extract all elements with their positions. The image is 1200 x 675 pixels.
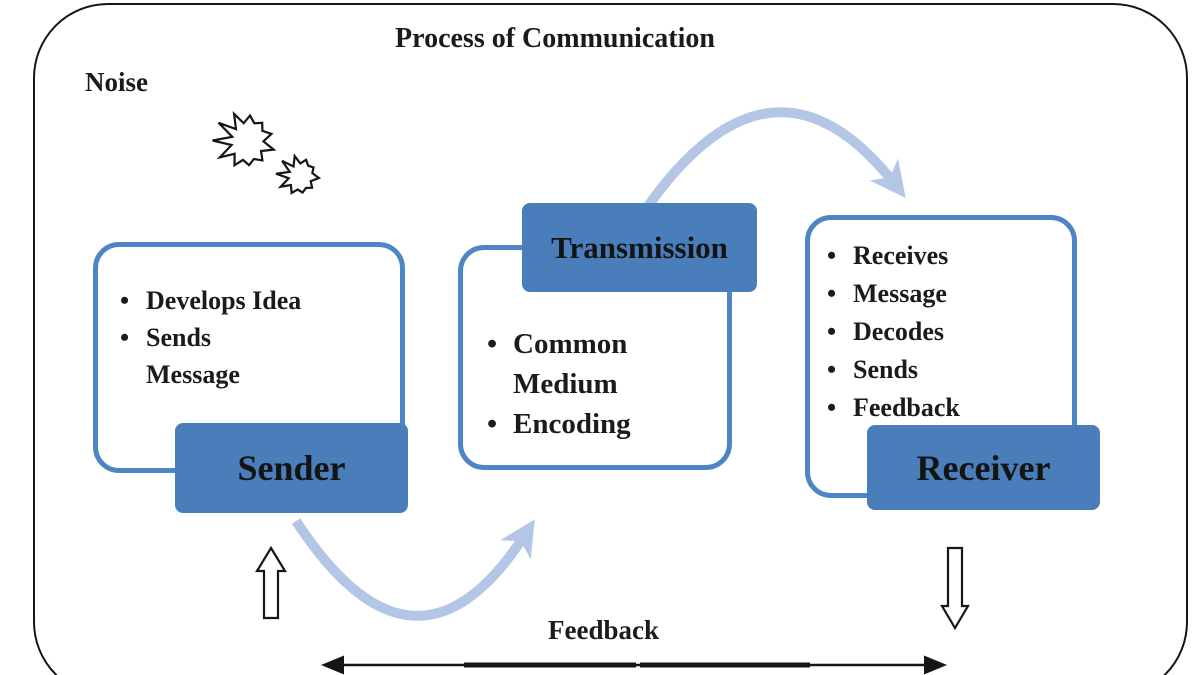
diagram-border — [33, 3, 1188, 675]
list-item: • Sends — [825, 351, 1065, 389]
bullet-icon: • — [120, 323, 130, 352]
bullet-icon: • — [487, 328, 498, 360]
feedback-label: Feedback — [548, 615, 659, 645]
bullet-icon: • — [827, 355, 837, 384]
transmission-to-receiver-curved-arrow-icon — [643, 107, 906, 209]
receiver-label: Receiver — [867, 425, 1100, 510]
bullet-text: Develops Idea — [146, 286, 302, 315]
receiver-down-block-arrow-icon — [940, 546, 970, 631]
receiver-bullet-list: • Receives • Message • Decodes • Sends •… — [825, 237, 1065, 427]
feedback-arrow-left-head — [321, 655, 344, 675]
bullet-text: Decodes — [853, 317, 944, 346]
list-item: • Encoding — [485, 404, 715, 444]
bullet-text: Feedback — [853, 393, 960, 422]
bullet-icon: • — [487, 408, 498, 440]
list-item: • Sends Message — [118, 319, 378, 393]
feedback-double-headed-arrow-icon — [321, 655, 947, 675]
noise-label: Noise — [85, 67, 148, 97]
bullet-text: Receives — [853, 241, 949, 270]
bullet-text: Message — [853, 279, 947, 308]
bullet-text: Sends Message — [146, 323, 240, 389]
bullet-icon: • — [827, 317, 837, 346]
bullet-icon: • — [827, 393, 837, 422]
diagram-title: Process of Communication — [395, 23, 715, 54]
noise-burst-large-starburst-icon — [212, 111, 277, 168]
bullet-icon: • — [120, 286, 130, 315]
list-item: • Feedback — [825, 389, 1065, 427]
bullet-text: Common Medium — [513, 328, 628, 400]
list-item: • Message — [825, 275, 1065, 313]
list-item: • Receives — [825, 237, 1065, 275]
bullet-icon: • — [827, 279, 837, 308]
sender-label: Sender — [175, 423, 408, 513]
bullet-icon: • — [827, 241, 837, 270]
feedback-arrow-right-head — [924, 655, 947, 675]
feedback-arrow-thick-segment — [464, 662, 636, 668]
list-item: • Develops Idea — [118, 282, 378, 319]
feedback-arrow-thick-segment — [640, 662, 810, 668]
list-item: • Common Medium — [485, 324, 715, 404]
sender-bullet-list: • Develops Idea • Sends Message — [118, 282, 378, 393]
sender-to-transmission-curved-arrow-icon — [291, 518, 535, 621]
list-item: • Decodes — [825, 313, 1065, 351]
noise-burst-small-starburst-icon — [275, 153, 322, 195]
bullet-text: Encoding — [513, 408, 631, 440]
bullet-text: Sends — [853, 355, 919, 384]
transmission-label: Transmission — [522, 203, 757, 292]
feedback-up-block-arrow-icon — [255, 545, 287, 620]
transmission-bullet-list: • Common Medium • Encoding — [485, 324, 715, 444]
